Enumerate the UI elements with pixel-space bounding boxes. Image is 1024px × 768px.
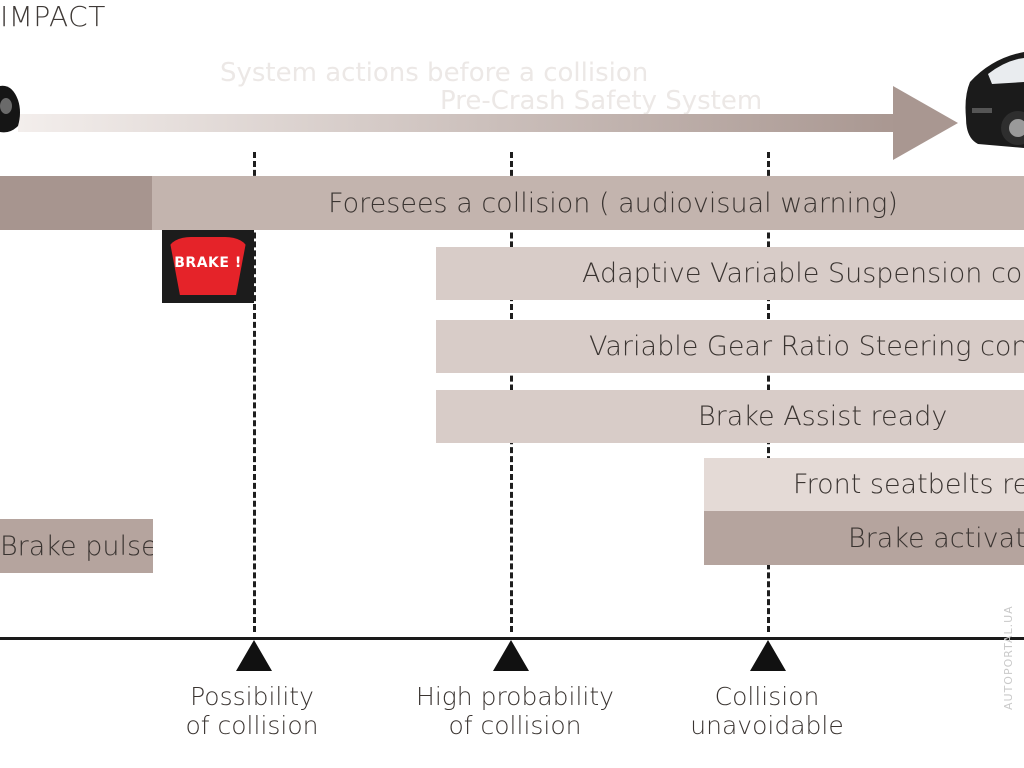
brake-pulse-bar: Brake pulse [0, 519, 153, 573]
milestone-3-line1: Collision [714, 682, 820, 711]
brake-activation-label: Brake activation [848, 522, 1024, 554]
progress-arrow [18, 86, 958, 160]
milestone-marker-1 [236, 640, 272, 671]
brake-icon-label: BRAKE ! [174, 255, 242, 271]
faded-text-1: System actions before a collision [220, 58, 649, 88]
milestone-line-1 [253, 152, 256, 632]
main-bar: Foresees a collision ( audiovisual warni… [152, 176, 1024, 230]
watermark: AUTOPORTAL.UA [1002, 605, 1015, 710]
milestone-1-line2: of collision [185, 711, 319, 740]
brake-warning-icon: BRAKE ! [162, 230, 254, 303]
main-bar-dark-segment [0, 176, 152, 230]
milestone-3-line2: unavoidable [690, 711, 844, 740]
steering-bar: Variable Gear Ratio Steering control [436, 320, 1024, 373]
milestone-label-3: Collision unavoidable [672, 682, 862, 740]
seatbelts-bar: Front seatbelts retract [704, 458, 1024, 511]
seatbelts-label: Front seatbelts retract [793, 469, 1024, 500]
suspension-bar: Adaptive Variable Suspension control [436, 247, 1024, 300]
milestone-marker-2 [493, 640, 529, 671]
brake-pulse-label: Brake pulse [0, 530, 153, 562]
brake-assist-bar: Brake Assist ready [436, 390, 1024, 443]
brake-assist-label: Brake Assist ready [698, 401, 948, 432]
car-right-icon [965, 52, 1024, 148]
car-left-icon [0, 85, 20, 133]
milestone-label-2: High probability of collision [400, 682, 630, 740]
milestone-1-line1: Possibility [190, 682, 314, 711]
steering-label: Variable Gear Ratio Steering control [589, 331, 1024, 362]
page-title: IMPACT [0, 0, 106, 33]
faded-text-2: Pre-Crash Safety System [440, 86, 763, 116]
timeline-axis [0, 637, 1024, 640]
milestone-marker-3 [750, 640, 786, 671]
brake-activation-bar: Brake activation [704, 511, 1024, 565]
milestone-2-line1: High probability [416, 682, 614, 711]
main-bar-label: Foresees a collision ( audiovisual warni… [328, 187, 898, 219]
suspension-label: Adaptive Variable Suspension control [582, 258, 1024, 289]
milestone-2-line2: of collision [448, 711, 582, 740]
milestone-label-1: Possibility of collision [152, 682, 352, 740]
